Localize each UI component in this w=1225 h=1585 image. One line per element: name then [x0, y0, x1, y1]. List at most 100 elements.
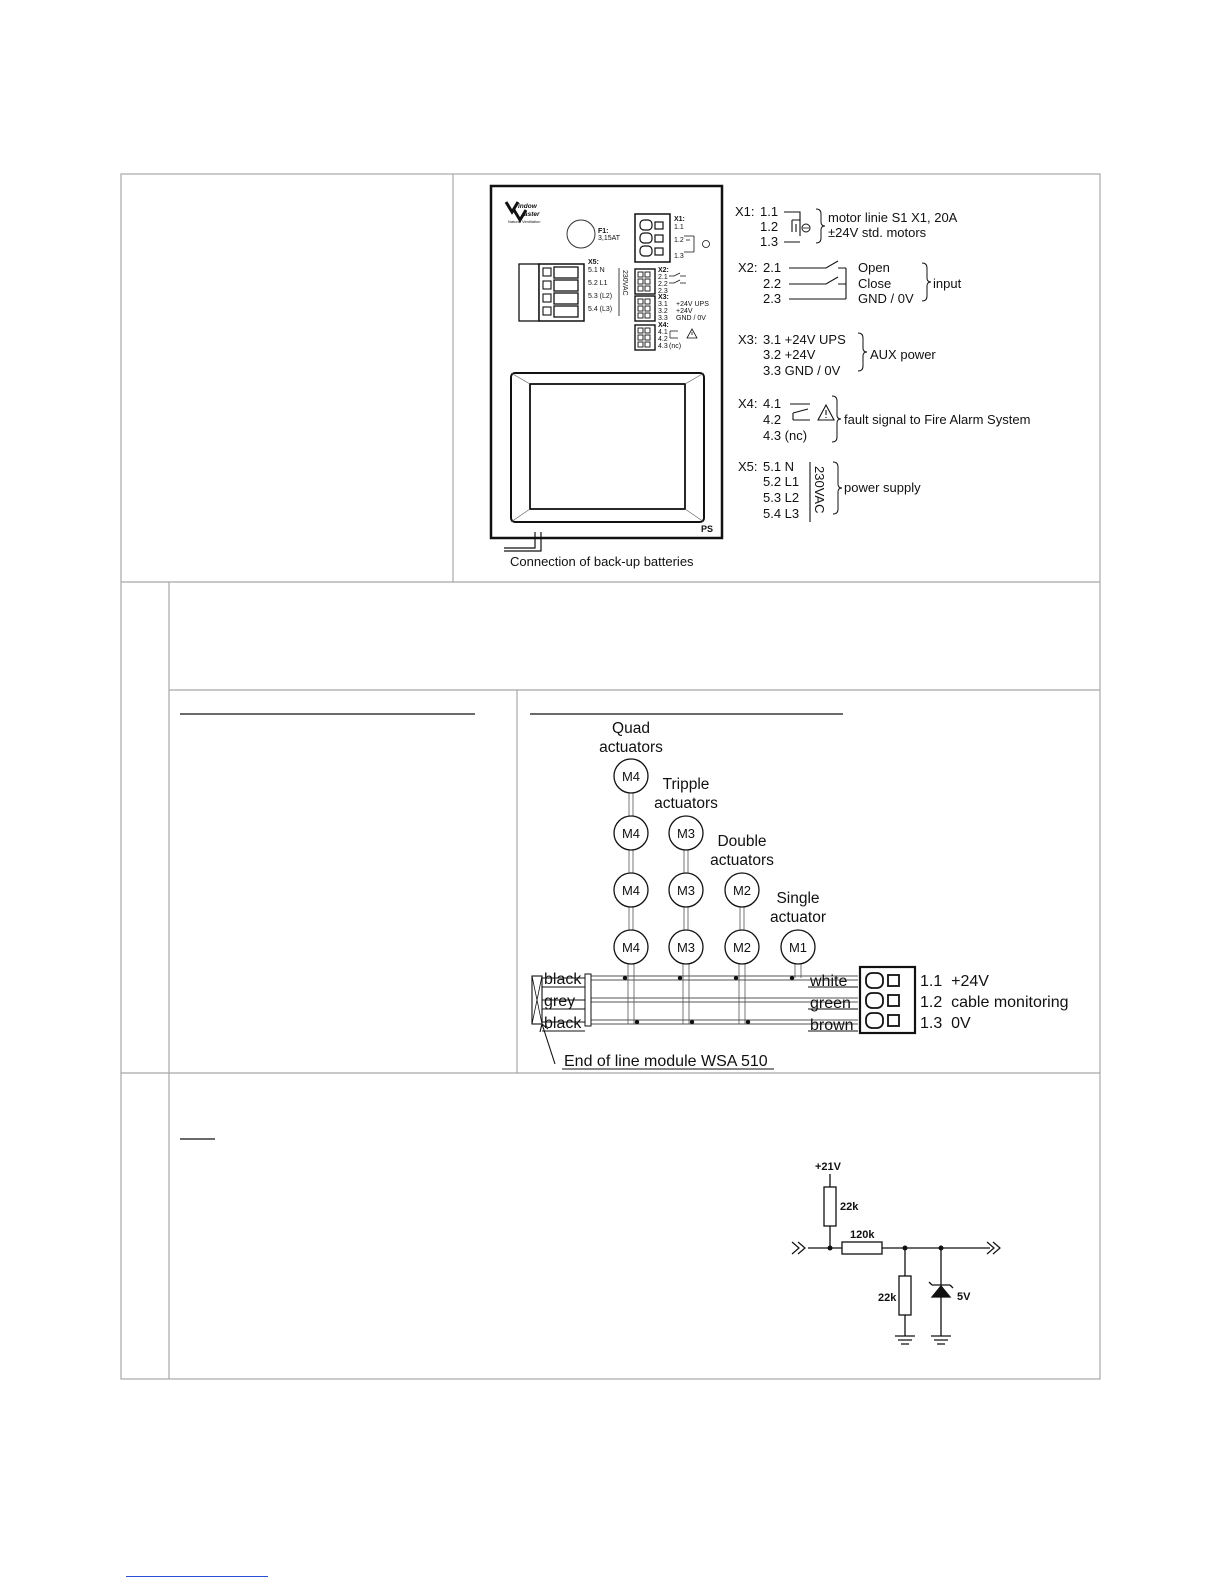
- logo-text-1: indow: [518, 203, 538, 210]
- fuse-label: F1:: [598, 228, 609, 235]
- right-wire-1: white: [809, 973, 847, 990]
- windowmaster-logo: indow aster Natural Ventilation: [504, 201, 540, 224]
- x4-small-nc: (nc): [669, 343, 681, 350]
- input-circuit-schematic: +21V 22k 120k 22k 5V: [791, 1161, 1001, 1345]
- motor-m2: [724, 929, 760, 965]
- x1-small-title: X1:: [674, 216, 685, 223]
- actuator-headers: Quad actuators Tripple actuators Double …: [599, 720, 826, 926]
- bus-junctions: [622, 975, 795, 1025]
- motor-label-m2: M2: [733, 883, 751, 898]
- legend-x5-voltage: 230VAC: [812, 466, 827, 513]
- x3-small-title: X3:: [658, 294, 669, 301]
- motor-drops: [627, 964, 802, 1024]
- output-arrow-icon: [986, 1241, 1001, 1255]
- legend-x3-pin1: 3.1 +24V UPS: [763, 332, 846, 347]
- x3-small-2-desc: +24V: [676, 308, 693, 315]
- x4-small-2: 4.2: [658, 336, 668, 343]
- x1-small-1: 1.1: [674, 224, 684, 231]
- supply-label: +21V: [815, 1161, 842, 1173]
- legend-x2: X2: 2.1 2.2 2.3 Open Close GND / 0V inpu…: [738, 260, 962, 306]
- ground-symbol: [931, 1335, 951, 1345]
- header-tripple-2: actuators: [654, 795, 718, 812]
- ground-symbol: [895, 1335, 915, 1345]
- input-arrow-icon: [791, 1241, 806, 1255]
- footer-rule: [126, 1576, 268, 1577]
- x1-small-2: 1.2: [674, 237, 684, 244]
- left-wire-3: black: [544, 1015, 582, 1032]
- terminal-3: 1.3 0V: [920, 1015, 971, 1032]
- r-bottom-label: 22k: [878, 1292, 897, 1304]
- x2-small-3: 2.3: [658, 288, 668, 295]
- motor-label-m3: M3: [677, 940, 695, 955]
- header-quad-1: Quad: [612, 720, 650, 737]
- legend-x2-title: X2:: [738, 260, 758, 275]
- motor-m3: [668, 872, 704, 908]
- legend-x1-pin2: 1.2: [760, 219, 778, 234]
- panel-x3-connector: X3: 3.1 3.2 3.3 +24V UPS +24V GND / 0V: [634, 294, 709, 322]
- x3-small-1: 3.1: [658, 301, 668, 308]
- x2-small-2: 2.2: [658, 281, 668, 288]
- x3-small-3: 3.3: [658, 315, 668, 322]
- x5-small-2: 5.2 L1: [588, 280, 608, 287]
- terminal-2: 1.2 cable monitoring: [920, 994, 1069, 1011]
- legend-x1-title: X1:: [735, 204, 755, 219]
- legend-x1: X1: 1.1 1.2 1.3 motor linie S1 X1, 20A ±…: [735, 204, 958, 249]
- warning-icon: [686, 328, 698, 339]
- resistor-series: [841, 1241, 883, 1255]
- legend-x5-group: power supply: [844, 480, 921, 495]
- motor-m3: [668, 815, 704, 851]
- legend-x2-pin1: 2.1: [763, 260, 781, 275]
- x3-small-1-desc: +24V UPS: [676, 301, 709, 308]
- motors: [613, 758, 816, 965]
- header-quad-2: actuators: [599, 739, 663, 756]
- legend-x4-title: X4:: [738, 396, 758, 411]
- motor-m4: [613, 872, 649, 908]
- legend-x2-close: Close: [858, 276, 891, 291]
- panel-x1-connector: X1: 1.1 1.2 1.3: [634, 213, 710, 263]
- motor-m4: [613, 758, 649, 794]
- motor-label-m4: M4: [622, 940, 640, 955]
- panel-x5-connector: X5: 5.1 N 5.2 L1 5.3 (L2) 5.4 (L3) 230VA…: [518, 259, 628, 322]
- x1-small-3: 1.3: [674, 253, 684, 260]
- logo-tagline: Natural Ventilation: [508, 219, 540, 224]
- header-tripple-1: Tripple: [663, 776, 710, 793]
- x2-small-1: 2.1: [658, 274, 668, 281]
- x3-small-2: 3.2: [658, 308, 668, 315]
- zener-label: 5V: [957, 1291, 971, 1303]
- warning-icon: [817, 403, 835, 421]
- legend-x2-pin2: 2.2: [763, 276, 781, 291]
- right-wire-3: brown: [810, 1017, 854, 1034]
- motor-labels: M4 M4 M4 M4 M3 M3 M3 M2 M2 M1: [622, 769, 807, 955]
- fuse-holder: [566, 219, 596, 249]
- motor-m3: [668, 929, 704, 965]
- terminal-1: 1.1 +24V: [920, 973, 989, 990]
- legend-x5-pin1: 5.1 N: [763, 459, 794, 474]
- legend-x4-pin2: 4.2: [763, 412, 781, 427]
- legend-x5-pin2: 5.2 L1: [763, 474, 799, 489]
- motor-m4: [613, 929, 649, 965]
- battery-cable: [504, 532, 542, 552]
- legend-x2-gnd: GND / 0V: [858, 291, 914, 306]
- r-series-label: 120k: [850, 1229, 875, 1241]
- end-module-label: End of line module WSA 510: [564, 1053, 768, 1070]
- resistor-bottom: [898, 1275, 912, 1316]
- legend-x5-pin4: 5.4 L3: [763, 506, 799, 521]
- fuse-rating: 3,15AT: [598, 235, 621, 242]
- legend-x3-pin3: 3.3 GND / 0V: [763, 363, 841, 378]
- legend-x3: X3: 3.1 +24V UPS 3.2 +24V 3.3 GND / 0V A…: [738, 332, 936, 378]
- legend-x5: X5: 5.1 N 5.2 L1 5.3 L2 5.4 L3 230VAC po…: [738, 459, 921, 522]
- terminal-legend: X1: 1.1 1.2 1.3 motor linie S1 X1, 20A ±…: [735, 204, 1030, 522]
- legend-x5-pin3: 5.3 L2: [763, 490, 799, 505]
- header-double-2: actuators: [710, 852, 774, 869]
- panel-x4-connector: X4: 4.1 4.2 4.3 (nc): [634, 322, 698, 351]
- x4-small-1: 4.1: [658, 329, 668, 336]
- panel-x2-connector: X2: 2.1 2.2 2.3: [634, 267, 686, 295]
- ps-label: PS: [701, 524, 713, 534]
- legend-x2-group: input: [933, 276, 962, 291]
- panel-display: [510, 372, 705, 523]
- battery-caption: Connection of back-up batteries: [510, 554, 694, 569]
- legend-x2-open: Open: [858, 260, 890, 275]
- left-wire-2: grey: [544, 993, 575, 1010]
- terminal-block: white green brown 1.1 +24V 1.2 cable mon…: [808, 965, 1069, 1035]
